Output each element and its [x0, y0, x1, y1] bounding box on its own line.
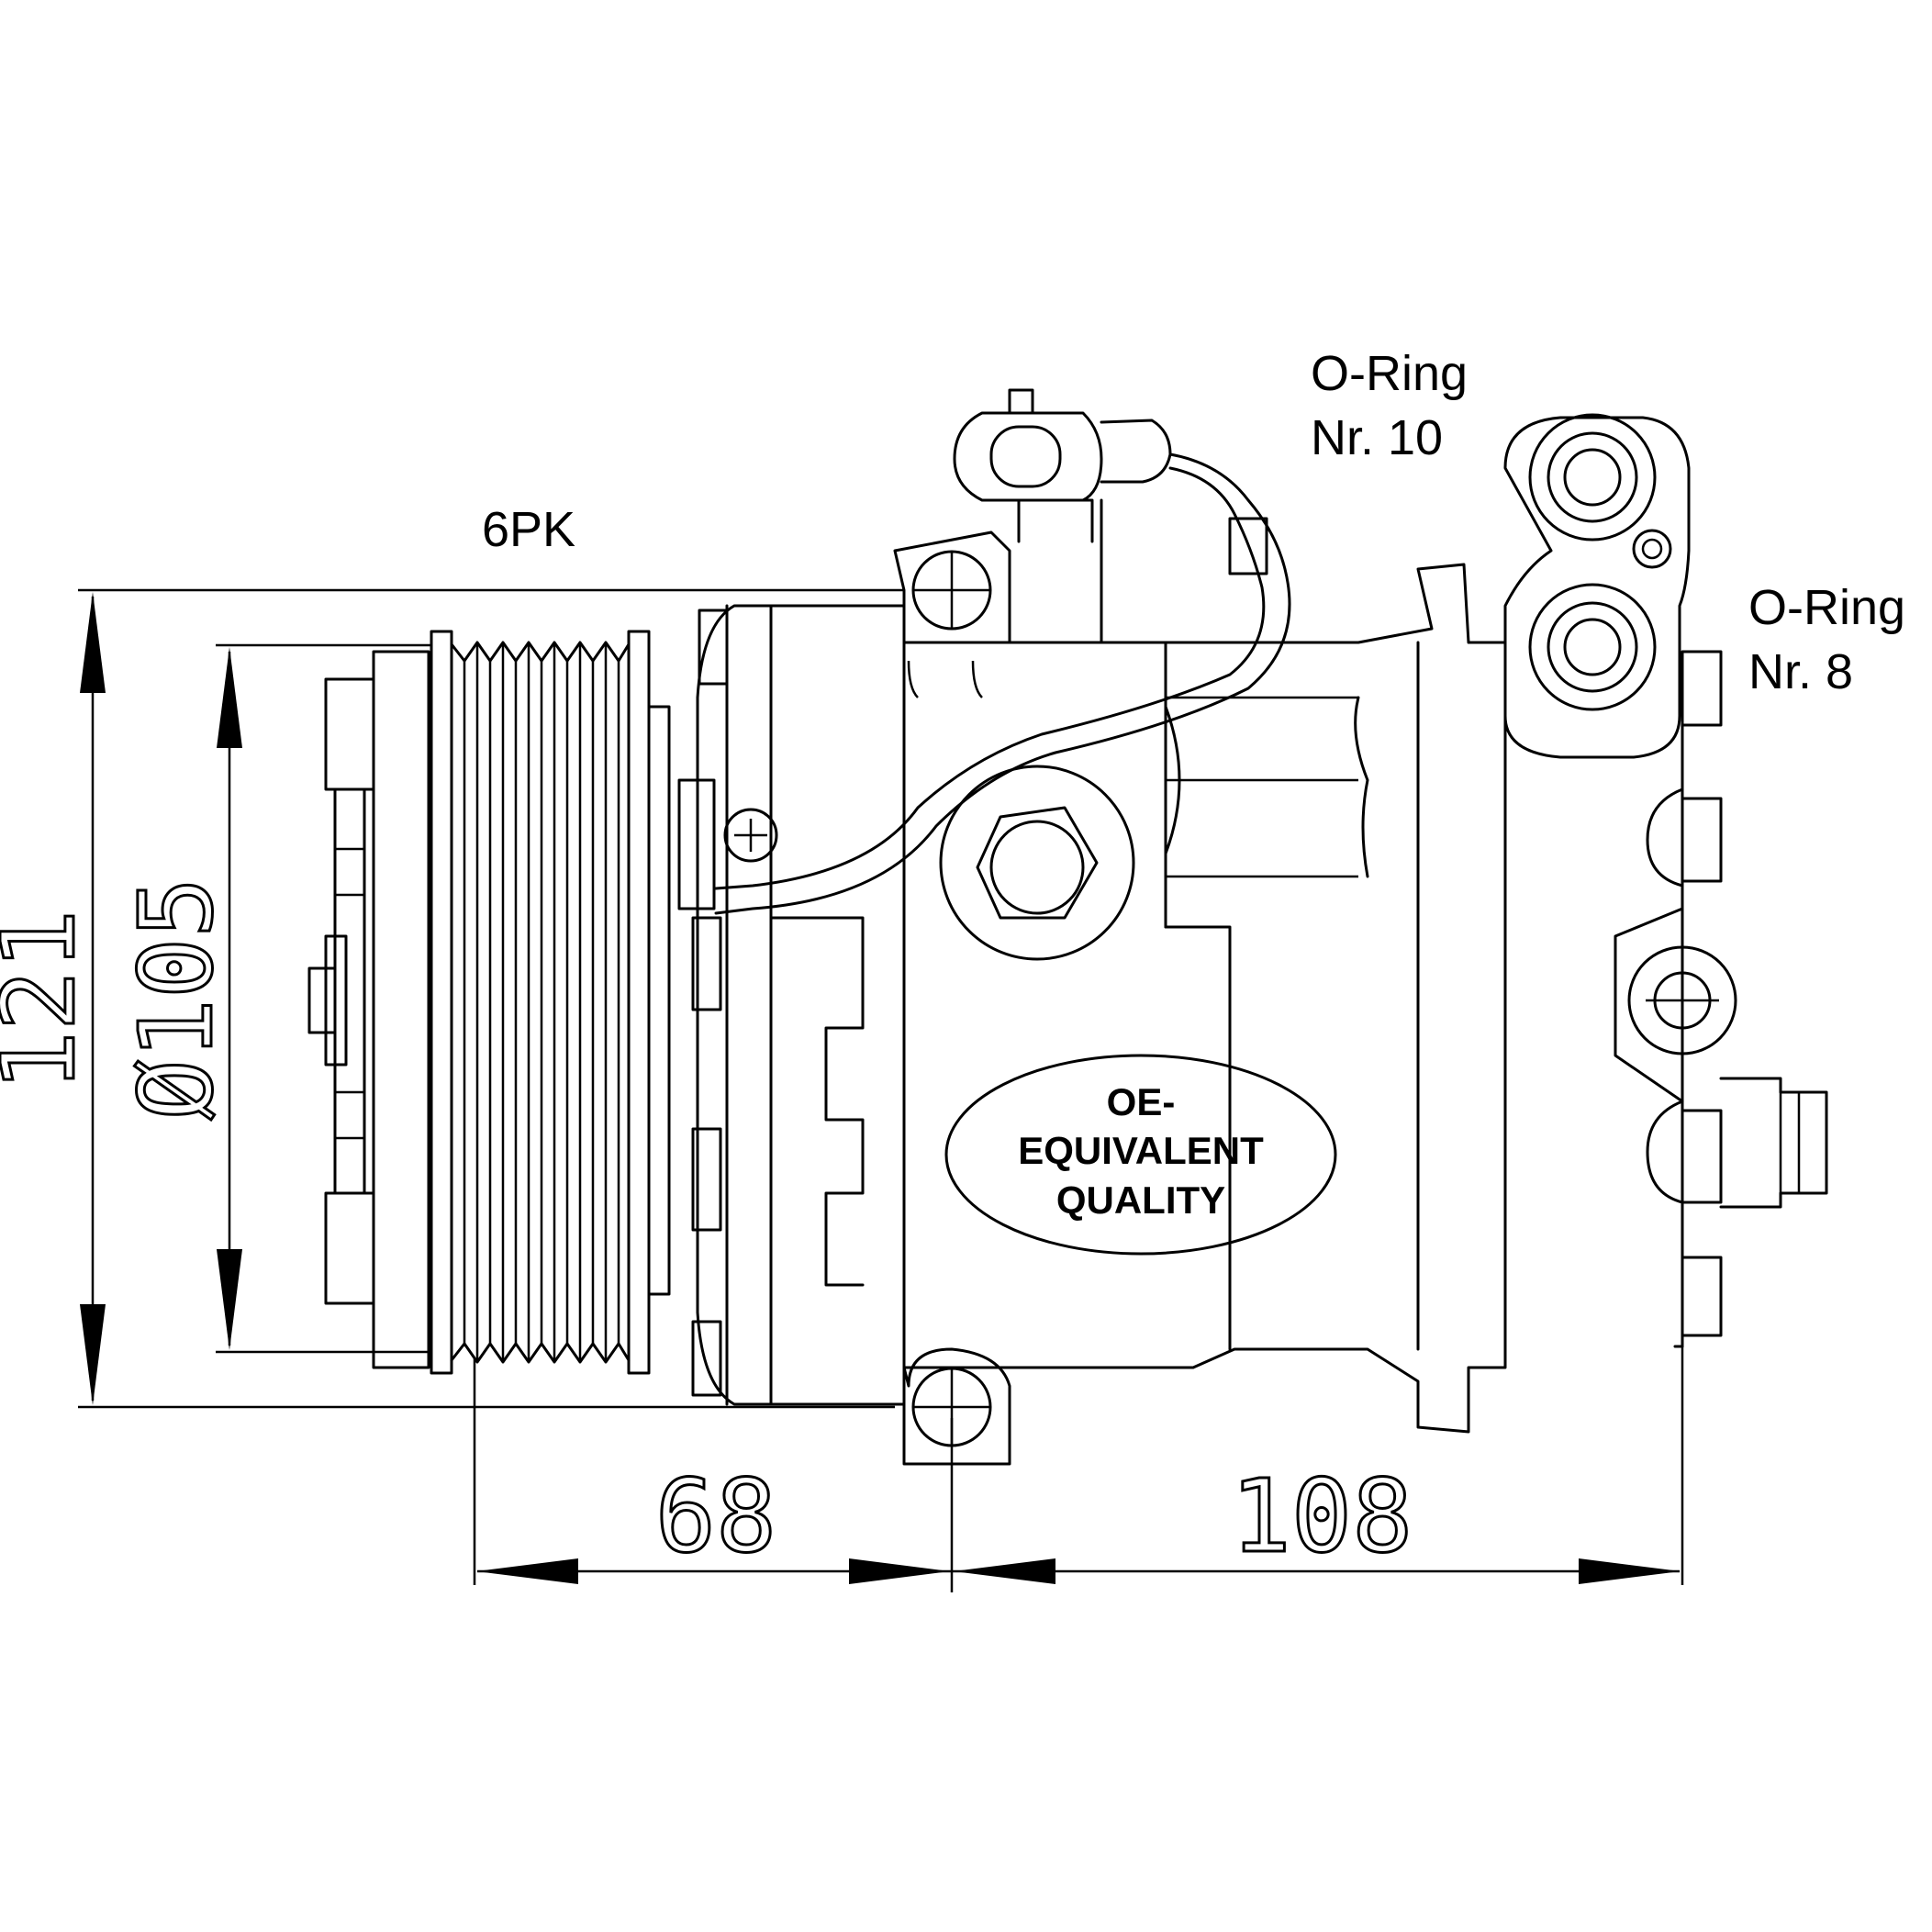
oring-8-label-line1: O-Ring: [1748, 580, 1905, 635]
dimension-horizontal: 68 108: [473, 1346, 1684, 1592]
front-head: [677, 604, 906, 1406]
oe-quality-badge: OE- EQUIVALENT QUALITY: [944, 1054, 1337, 1256]
dim-68-value: 68: [655, 1457, 776, 1575]
connector-plug-icon: [714, 388, 1291, 915]
badge-line-2: EQUIVALENT: [1018, 1129, 1264, 1172]
dimension-height: 121: [0, 588, 904, 1409]
pulley-icon: [307, 630, 671, 1375]
pulley-diameter-value: Ø105: [117, 877, 235, 1121]
dimension-pulley-diameter: Ø105: [117, 643, 431, 1354]
compressor-body: [893, 498, 1507, 1466]
oring-8-label-line2: Nr. 8: [1748, 644, 1853, 699]
rear-flange: [1614, 650, 1828, 1348]
refrigerant-port-icon: [1503, 413, 1691, 759]
height-value: 121: [0, 910, 97, 1092]
oring-10-label-line2: Nr. 10: [1311, 410, 1443, 465]
belt-label: 6PK: [482, 502, 575, 557]
badge-line-3: QUALITY: [1056, 1178, 1225, 1222]
oring-10-label-line1: O-Ring: [1311, 346, 1468, 401]
dim-108-value: 108: [1231, 1457, 1413, 1575]
badge-line-1: OE-: [1107, 1080, 1176, 1123]
